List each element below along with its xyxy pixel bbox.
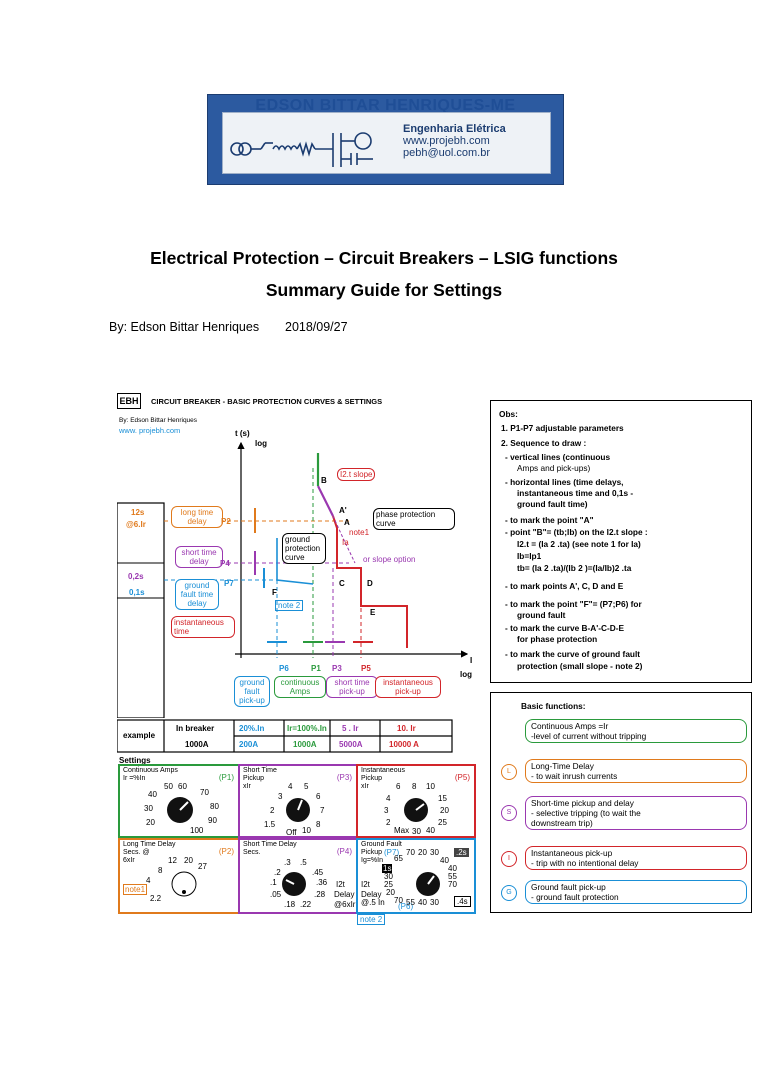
breaker-label: In breaker	[176, 724, 215, 733]
banner-line2: www.projebh.com	[403, 135, 490, 147]
ground-fault-delay-callout: ground fault time delay	[175, 579, 219, 610]
function-l-icon: L	[501, 764, 517, 780]
long-time-delay-dial[interactable]	[154, 854, 214, 910]
figure-heading: CIRCUIT BREAKER - BASIC PROTECTION CURVE…	[151, 397, 383, 406]
value-02s: 0,2s	[128, 572, 144, 581]
example-col1-bottom: 200A	[239, 740, 259, 749]
point-a-prime: A'	[339, 506, 347, 515]
short-time-pickup-callout: short time pick-up	[326, 676, 378, 698]
function-i-icon: I	[501, 851, 517, 867]
function-continuous: Continuous Amps =Ir-level of current wit…	[525, 719, 747, 743]
point-c: C	[339, 579, 345, 588]
param-p7: P7	[224, 579, 234, 588]
example-col2-bottom: 1000A	[293, 740, 317, 749]
circuit-logo-icon	[230, 132, 373, 167]
param-p4: P4	[220, 559, 230, 568]
banner-line1: Engenharia Elétrica	[403, 123, 506, 135]
function-s-icon: S	[501, 805, 517, 821]
settings-label: Settings	[119, 756, 151, 765]
x-axis-label: I	[470, 656, 473, 665]
example-col1-top: 20%.In	[239, 724, 265, 733]
value-at-6ir: @6.Ir	[126, 520, 146, 529]
y-axis-scale: log	[255, 439, 267, 448]
continuous-amps-callout: continuous Amps	[274, 676, 326, 698]
y-axis-label: t (s)	[235, 429, 250, 438]
value-01s: 0,1s	[129, 588, 145, 597]
instantaneous-pickup-dial-panel: Instantaneous Pickup xIr (P5) 6 8 10 4 1…	[356, 764, 476, 838]
instantaneous-pickup-dial[interactable]	[386, 780, 446, 836]
example-col4-top: 10. Ir	[397, 724, 416, 733]
short-time-delay-callout: short time delay	[175, 546, 223, 568]
instantaneous-time-callout: instantaneous time	[171, 616, 235, 638]
banner-inner-panel: Engenharia Elétrica www.projebh.com pebh…	[222, 112, 551, 174]
protection-curves-figure: EBH CIRCUIT BREAKER - BASIC PROTECTION C…	[117, 388, 476, 925]
ground-curve-label: ground protection curve	[282, 533, 326, 564]
short-time-pickup-dial-panel: Short Time Pickup xIr (P3) 4 5 3 6 2 7 1…	[238, 764, 358, 838]
long-time-delay-dial-panel: Long Time Delay Secs. @ 6xIr (P2) 12 20 …	[118, 838, 240, 914]
note2-label-bottom: note 2	[357, 914, 386, 925]
doc-title-line1: Electrical Protection – Circuit Breakers…	[150, 248, 618, 268]
point-d: D	[367, 579, 373, 588]
param-p1: P1	[311, 664, 321, 673]
left-values-column	[117, 502, 165, 718]
phase-curve-steps	[332, 515, 408, 648]
param-p2: P2	[221, 517, 231, 526]
example-col4-bottom: 10000 A	[389, 740, 419, 749]
short-time-pickup-dial[interactable]	[268, 780, 328, 836]
slope-option-label: or slope option	[363, 555, 416, 564]
ground-fault-dial-panel: Ground Fault Pickup Ig=%In (P7) (P6) 70 …	[356, 838, 476, 914]
example-label: example	[123, 731, 156, 740]
doc-title-line2: Summary Guide for Settings	[265, 280, 503, 300]
ground-curve	[276, 538, 314, 585]
note2-marker: note 2	[275, 600, 304, 611]
x-axis-scale: log	[460, 670, 472, 679]
i2t-slope-label: I2.t slope	[337, 468, 376, 481]
function-instantaneous: Instantaneous pick-up- trip with no inte…	[525, 846, 747, 870]
function-long-time: Long-Time Delay- to wait inrush currents	[525, 759, 747, 783]
banner-line3: pebh@uol.com.br	[403, 147, 490, 159]
example-col2-top: Ir=100%.In	[287, 724, 327, 733]
trip-curve-diagram	[117, 441, 469, 718]
long-time-delay-callout: long time delay	[171, 506, 223, 528]
ia-label: Ia	[342, 538, 349, 547]
function-ground-fault: Ground fault pick-up- ground fault prote…	[525, 880, 747, 904]
instantaneous-pickup-callout: instantaneous pick-up	[375, 676, 441, 698]
obs-title: Obs:	[499, 409, 518, 419]
point-f: F	[272, 588, 277, 597]
ground-fault-dial[interactable]	[398, 854, 458, 910]
breaker-value: 1000A	[185, 740, 209, 749]
param-p6: P6	[279, 664, 289, 673]
function-short-time: Short-time pickup and delay- selective t…	[525, 796, 747, 830]
param-p5: P5	[361, 664, 371, 673]
function-g-icon: G	[501, 885, 517, 901]
phase-curve-label: phase protection curve	[373, 508, 455, 530]
observations-panel: Obs: 1. P1-P7 adjustable parameters 2. S…	[490, 400, 752, 683]
note1-marker: note1	[349, 528, 370, 537]
point-a: A	[344, 518, 350, 527]
example-col3-bottom: 5000A	[339, 740, 363, 749]
short-time-delay-dial[interactable]	[264, 854, 324, 910]
point-b: B	[321, 476, 327, 485]
continuous-amps-dial-panel: Continuous Amps Ir =%In (P1) 50 60 70 40…	[118, 764, 240, 838]
example-col3-top: 5 . Ir	[342, 724, 359, 733]
short-time-delay-dial-panel: Short Time Delay Secs. (P4) .3 .5 .2 .45…	[238, 838, 358, 914]
basic-title: Basic functions:	[521, 701, 586, 711]
figure-author: By: Edson Bittar Henriques	[119, 417, 198, 424]
basic-functions-panel: Basic functions: Continuous Amps =Ir-lev…	[490, 692, 752, 913]
example-table	[117, 719, 453, 753]
point-e: E	[370, 608, 376, 617]
company-banner: EDSON BITTAR HENRIQUES-ME Engenharia Elé…	[207, 94, 564, 185]
banner-company-name: EDSON BITTAR HENRIQUES-ME	[255, 97, 516, 114]
figure-site: www. projebh.com	[119, 426, 181, 435]
value-12s: 12s	[131, 508, 145, 517]
doc-date: 2018/09/27	[285, 320, 348, 334]
ground-fault-pickup-callout: ground fault pick-up	[234, 676, 270, 707]
continuous-amps-dial[interactable]	[150, 780, 210, 836]
param-p3: P3	[332, 664, 342, 673]
doc-byline: By: Edson Bittar Henriques	[109, 320, 260, 334]
figure-ebh-tag: EBH	[117, 393, 141, 409]
